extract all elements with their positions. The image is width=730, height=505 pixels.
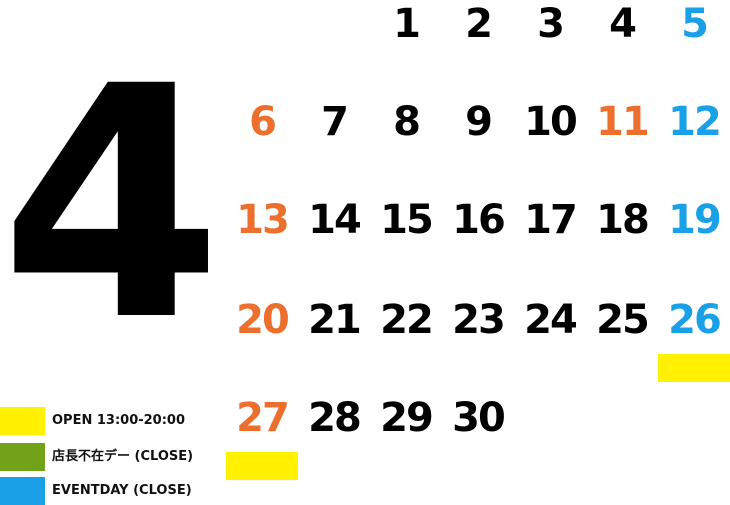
calendar-day: 5 [681, 1, 709, 47]
calendar-day: 24 [524, 297, 578, 343]
calendar-day: 27 [236, 395, 290, 441]
legend-swatch-event [0, 477, 45, 505]
calendar-day: 12 [668, 99, 722, 145]
calendar-day: 30 [452, 395, 506, 441]
calendar-day: 16 [452, 197, 506, 243]
calendar-day: 11 [596, 99, 650, 145]
calendar-day: 4 [609, 1, 637, 47]
calendar-day: 17 [524, 197, 578, 243]
calendar-day: 18 [596, 197, 650, 243]
legend-label-open: OPEN 13:00-20:00 [52, 413, 186, 428]
calendar-day: 26 [668, 297, 722, 343]
calendar-day: 9 [465, 99, 493, 145]
legend-label-event: EVENTDAY (CLOSE) [52, 483, 192, 498]
calendar-day: 6 [249, 99, 277, 145]
calendar-day: 1 [393, 1, 421, 47]
open-day-highlight [226, 452, 298, 480]
calendar-day: 19 [668, 197, 722, 243]
calendar-day: 29 [380, 395, 434, 441]
calendar-day: 14 [308, 197, 362, 243]
legend-swatch-owner-away [0, 443, 45, 471]
calendar-day: 21 [308, 297, 362, 343]
calendar-day: 20 [236, 297, 290, 343]
legend-label-owner-away: 店長不在デー (CLOSE) [52, 449, 194, 464]
calendar-day: 25 [596, 297, 650, 343]
calendar-day: 10 [524, 99, 578, 145]
legend-swatch-open [0, 407, 45, 435]
calendar-day: 2 [465, 1, 493, 47]
calendar-day: 8 [393, 99, 421, 145]
calendar-day: 23 [452, 297, 506, 343]
calendar-day: 7 [321, 99, 349, 145]
open-day-highlight [658, 354, 730, 382]
calendar-day: 15 [380, 197, 434, 243]
calendar-day: 22 [380, 297, 434, 343]
calendar-day: 28 [308, 395, 362, 441]
calendar-day: 13 [236, 197, 290, 243]
month-number: 4 [0, 19, 223, 391]
calendar-day: 3 [537, 1, 565, 47]
